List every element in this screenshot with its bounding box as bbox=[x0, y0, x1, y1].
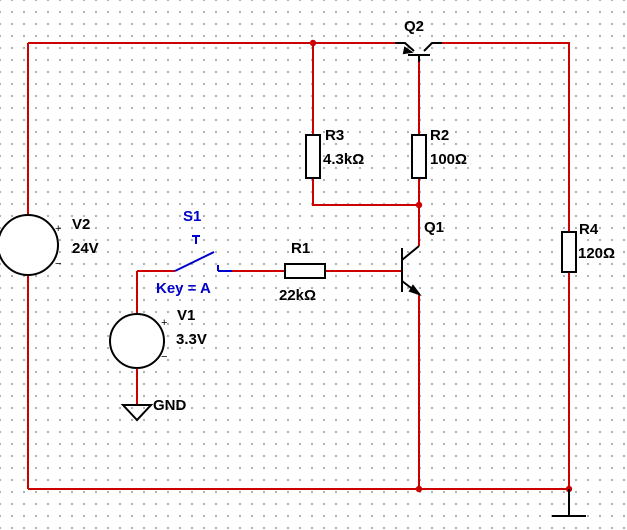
q1-label: Q1 bbox=[424, 219, 444, 236]
v2-source-symbol: + − bbox=[0, 214, 61, 276]
r1-value: 22kΩ bbox=[279, 287, 316, 304]
r2-resistor-symbol bbox=[411, 134, 427, 179]
junction-bottom-q1 bbox=[415, 485, 423, 493]
r3-value: 4.3kΩ bbox=[323, 151, 364, 168]
r4-label: R4 bbox=[579, 221, 599, 238]
junctions bbox=[309, 39, 573, 493]
gnd-symbol bbox=[120, 404, 154, 422]
r4-resistor-symbol bbox=[561, 231, 577, 273]
svg-text:+: + bbox=[55, 223, 61, 235]
s1-switch-symbol[interactable] bbox=[174, 235, 232, 272]
r1-label: R1 bbox=[291, 240, 310, 257]
q2-transistor-symbol bbox=[395, 42, 442, 62]
r4-value: 120Ω bbox=[578, 245, 615, 262]
junction-q1-collector bbox=[415, 201, 423, 209]
r3-label: R3 bbox=[325, 127, 344, 144]
wire-top-right bbox=[442, 42, 570, 232]
v1-source-symbol: + − bbox=[109, 313, 167, 369]
gnd-label: GND bbox=[153, 397, 187, 414]
v1-value: 3.3V bbox=[176, 331, 207, 348]
s1-label: S1 bbox=[183, 208, 201, 225]
junction-top-r3 bbox=[309, 39, 317, 47]
wire-r3-bottom bbox=[312, 178, 419, 206]
r2-value: 100Ω bbox=[430, 151, 467, 168]
r2-label: R2 bbox=[430, 127, 449, 144]
svg-text:+: + bbox=[161, 317, 167, 329]
v2-label: V2 bbox=[72, 216, 90, 233]
ground-stub-bottom-right bbox=[552, 489, 586, 517]
v1-label: V1 bbox=[177, 307, 195, 324]
q2-label: Q2 bbox=[404, 18, 424, 35]
s1-key-label: Key = A bbox=[156, 280, 211, 297]
r1-resistor-symbol bbox=[284, 263, 326, 279]
wires bbox=[27, 42, 570, 490]
svg-text:−: − bbox=[161, 351, 167, 363]
svg-text:−: − bbox=[55, 258, 61, 270]
r3-resistor-symbol bbox=[305, 134, 321, 179]
q1-transistor-symbol bbox=[401, 245, 422, 296]
v2-value: 24V bbox=[72, 240, 99, 257]
